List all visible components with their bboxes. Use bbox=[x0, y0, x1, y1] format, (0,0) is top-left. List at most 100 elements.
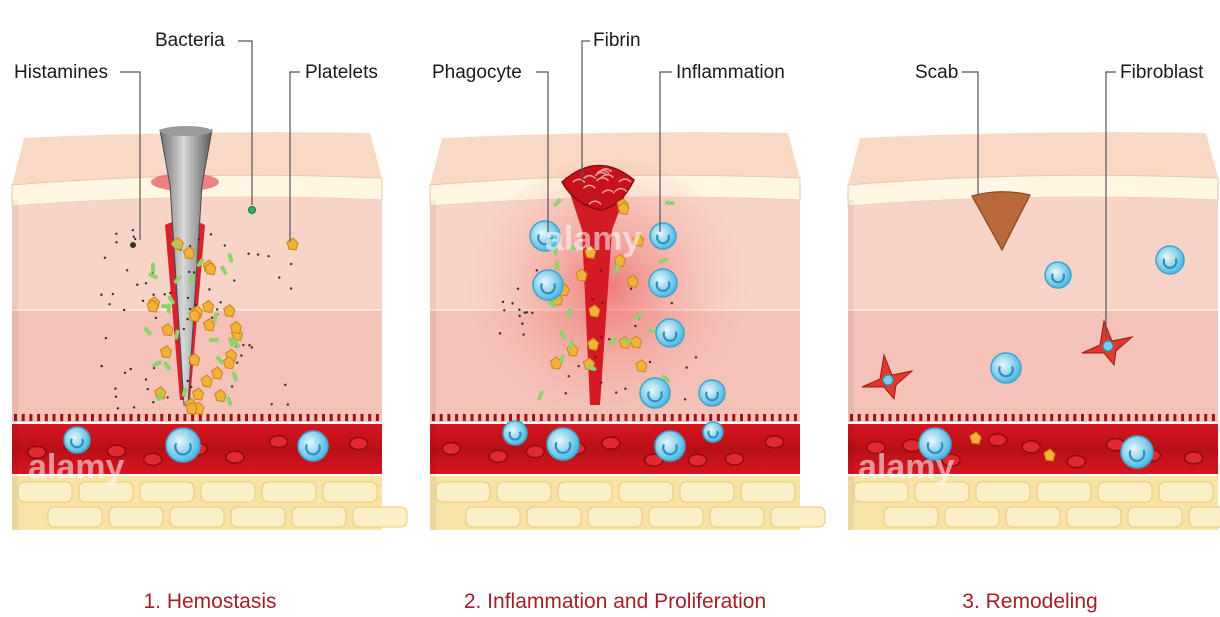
fat-cell bbox=[884, 507, 938, 527]
vessel-wall-dash bbox=[176, 414, 179, 421]
vessel-wall-dash bbox=[1158, 414, 1161, 421]
vessel-wall-dash bbox=[1150, 414, 1153, 421]
histamine-dot bbox=[124, 372, 126, 374]
label-inflammation: Inflammation bbox=[676, 62, 785, 84]
vessel-wall-dash bbox=[471, 414, 474, 421]
vessel-wall-dash bbox=[322, 414, 325, 421]
red-blood-cell bbox=[725, 453, 743, 465]
red-blood-cell bbox=[1067, 456, 1085, 468]
fat-cell bbox=[558, 482, 612, 502]
histamine-dot bbox=[231, 385, 233, 387]
white-blood-cell bbox=[1156, 246, 1184, 274]
vessel-wall-dash bbox=[307, 414, 310, 421]
fat-cell bbox=[1098, 482, 1152, 502]
fat-cell bbox=[649, 507, 703, 527]
vessel-wall-dash bbox=[337, 414, 340, 421]
histamine-dot bbox=[183, 328, 185, 330]
histamine-dot bbox=[257, 253, 259, 255]
histamine-dot bbox=[190, 386, 192, 388]
vessel-wall-dash bbox=[222, 414, 225, 421]
histamine-dot bbox=[147, 388, 149, 390]
vessel-wall-dash bbox=[83, 414, 86, 421]
red-blood-cell bbox=[1185, 452, 1203, 464]
vessel-wall-dash bbox=[1019, 414, 1022, 421]
vessel-wall-dash bbox=[237, 414, 240, 421]
vessel-wall-dash bbox=[29, 414, 32, 421]
vessel-wall-dash bbox=[284, 414, 287, 421]
histamine-dot bbox=[649, 361, 651, 363]
phagocyte bbox=[640, 378, 670, 408]
vessel-wall-dash bbox=[919, 414, 922, 421]
watermark-text: alamy bbox=[28, 448, 124, 486]
vessel-wall-dash bbox=[1035, 414, 1038, 421]
panel-edge-shade bbox=[12, 200, 18, 530]
vessel-wall-dash bbox=[1081, 414, 1084, 421]
histamine-dot bbox=[193, 271, 195, 273]
histamine-dot bbox=[126, 269, 128, 271]
fat-cell bbox=[353, 507, 407, 527]
vessel-wall-dash bbox=[276, 414, 279, 421]
vessel-wall-dash bbox=[709, 414, 712, 421]
vessel-wall-dash bbox=[981, 414, 984, 421]
histamine-dot bbox=[685, 366, 687, 368]
vessel-wall-dash bbox=[160, 414, 163, 421]
histamine-dot bbox=[511, 302, 513, 304]
vessel-wall-dash bbox=[99, 414, 102, 421]
white-blood-cell bbox=[703, 422, 723, 442]
histamine-dot bbox=[600, 381, 602, 383]
histamine-dot bbox=[233, 279, 235, 281]
red-blood-cell bbox=[350, 437, 368, 449]
vessel-wall-dash bbox=[1104, 414, 1107, 421]
histamine-dot bbox=[671, 302, 673, 304]
vessel-wall-dash bbox=[873, 414, 876, 421]
fat-cell bbox=[976, 482, 1030, 502]
phagocyte bbox=[656, 319, 684, 347]
red-blood-cell bbox=[442, 443, 460, 455]
white-blood-cell bbox=[547, 428, 579, 460]
histamine-dot bbox=[100, 294, 102, 296]
fat-cell bbox=[1006, 507, 1060, 527]
histamine-dot bbox=[284, 384, 286, 386]
fat-cell bbox=[1189, 507, 1220, 527]
needle-top bbox=[160, 126, 212, 136]
vessel-wall-dash bbox=[361, 414, 364, 421]
fibroblast-nucleus bbox=[883, 375, 893, 385]
histamine-dot bbox=[518, 308, 520, 310]
histamine-dot bbox=[503, 309, 505, 311]
caption-inflammation-proliferation: 2. Inflammation and Proliferation bbox=[425, 590, 805, 614]
vessel-wall-dash bbox=[771, 414, 774, 421]
histamine-dot bbox=[219, 301, 221, 303]
white-blood-cell bbox=[655, 431, 685, 461]
vessel-wall-dash bbox=[702, 414, 705, 421]
histamine-dot bbox=[287, 403, 289, 405]
histamine-dot bbox=[522, 333, 524, 335]
fibroblast-nucleus bbox=[1103, 341, 1113, 351]
histamine-dot bbox=[270, 403, 272, 405]
bacterium bbox=[151, 263, 155, 273]
histamine-dot bbox=[278, 276, 280, 278]
fat-cell bbox=[1067, 507, 1121, 527]
histamine-dot bbox=[600, 336, 602, 338]
vessel-wall-dash bbox=[230, 414, 233, 421]
label-platelets: Platelets bbox=[305, 62, 378, 84]
fat-cell bbox=[1159, 482, 1213, 502]
vessel-wall-dash bbox=[996, 414, 999, 421]
panel-3: alamy bbox=[848, 72, 1220, 530]
vessel-wall-dash bbox=[1181, 414, 1184, 421]
white-blood-cell bbox=[166, 428, 200, 462]
fat-cell bbox=[466, 507, 520, 527]
red-blood-cell bbox=[1022, 441, 1040, 453]
label-fibrin: Fibrin bbox=[593, 30, 641, 52]
vessel-wall-dash bbox=[268, 414, 271, 421]
histamine-dot bbox=[536, 269, 538, 271]
phagocyte bbox=[649, 269, 677, 297]
vessel-wall-dash bbox=[214, 414, 217, 421]
vessel-wall-dash bbox=[717, 414, 720, 421]
fat-cell bbox=[292, 507, 346, 527]
vessel-wall-dash bbox=[345, 414, 348, 421]
vessel-wall-dash bbox=[725, 414, 728, 421]
histamine-dot bbox=[211, 317, 213, 319]
histamine-dot bbox=[247, 253, 249, 255]
vessel-wall-dash bbox=[896, 414, 899, 421]
